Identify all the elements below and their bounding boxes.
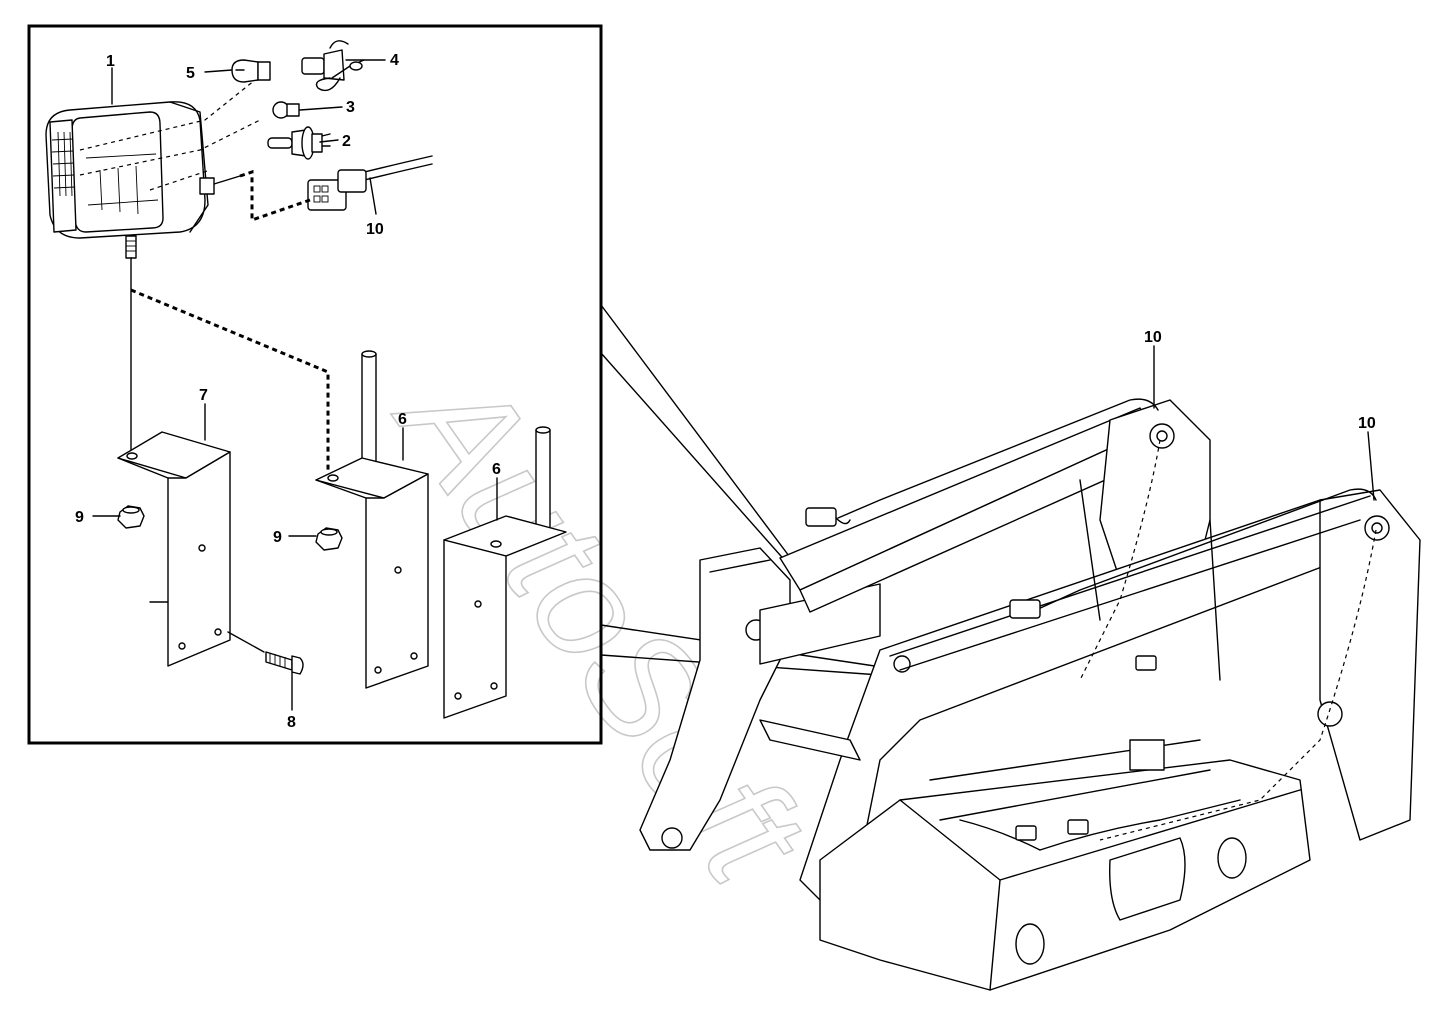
side-light-bulb bbox=[272, 101, 300, 119]
callout-9b: 9 bbox=[273, 529, 282, 546]
callout-8: 8 bbox=[287, 714, 296, 731]
lamp-cable-connector bbox=[239, 155, 433, 223]
callout-6a: 6 bbox=[398, 411, 407, 428]
flange-nut-left bbox=[117, 505, 145, 529]
callout-labels: 1 2 3 4 5 6 6 7 8 9 9 10 10 10 bbox=[75, 52, 1376, 731]
callout-10a: 10 bbox=[366, 221, 384, 238]
callout-4: 4 bbox=[390, 52, 399, 69]
indicator-bulb bbox=[231, 59, 271, 83]
callout-10c: 10 bbox=[1358, 415, 1376, 432]
inset-frame bbox=[27, 24, 603, 745]
bolt bbox=[227, 631, 304, 675]
loader-frame bbox=[639, 399, 1421, 991]
bulb-holder-with-wire bbox=[301, 40, 365, 92]
halogen-bulb bbox=[267, 126, 331, 160]
work-lamp bbox=[45, 79, 261, 259]
detail-inset bbox=[27, 24, 603, 745]
leader-lines bbox=[92, 59, 1375, 711]
callout-5: 5 bbox=[186, 65, 195, 82]
callout-9a: 9 bbox=[75, 509, 84, 526]
machine-wiring-harness bbox=[805, 398, 1377, 851]
bracket-6-right bbox=[443, 426, 567, 719]
callout-3: 3 bbox=[346, 99, 355, 116]
bracket-7 bbox=[117, 431, 231, 667]
callout-10b: 10 bbox=[1144, 329, 1162, 346]
callout-1: 1 bbox=[106, 53, 115, 70]
flange-nut-middle bbox=[315, 527, 343, 551]
callout-6b: 6 bbox=[492, 461, 501, 478]
bracket-6-middle bbox=[315, 350, 429, 689]
callout-7: 7 bbox=[199, 387, 208, 404]
callout-2: 2 bbox=[342, 133, 351, 150]
